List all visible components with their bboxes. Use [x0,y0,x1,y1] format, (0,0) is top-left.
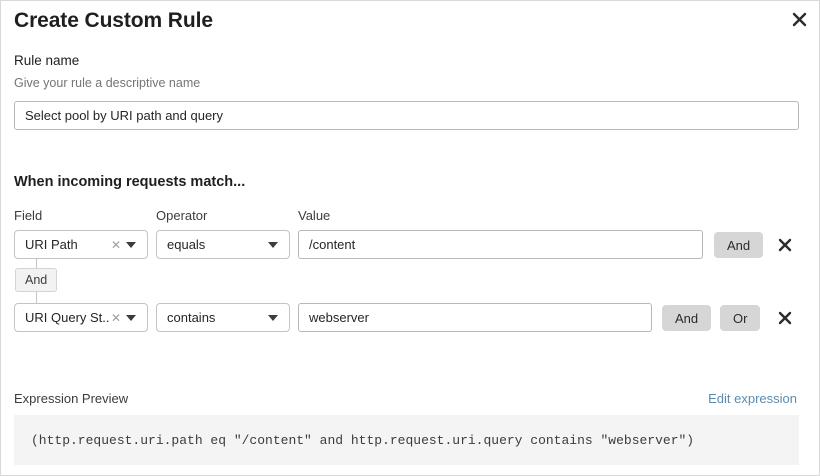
or-button-row-2[interactable]: Or [720,305,761,331]
remove-condition-button-row-1[interactable] [775,235,795,255]
chevron-down-icon[interactable] [268,314,278,321]
column-header-field: Field [14,208,43,223]
and-button-row-1[interactable]: And [714,232,764,258]
rule-name-help-text: Give your rule a descriptive name [14,76,201,90]
column-header-value: Value [298,208,331,223]
value-input-row-1[interactable] [298,230,703,259]
operator-select-row-1[interactable]: equals [156,230,290,259]
value-input-row-2[interactable] [298,303,652,332]
edit-expression-link[interactable]: Edit expression [708,391,797,406]
dialog-title: Create Custom Rule [14,9,213,32]
remove-condition-button-row-2[interactable] [775,308,795,328]
expression-preview-label: Expression Preview [14,391,129,406]
and-button-row-2[interactable]: And [662,305,712,331]
field-select-row-1[interactable]: URI Path ✕ [14,230,148,259]
expression-preview-code: (http.request.uri.path eq "/content" and… [14,415,799,465]
operator-select-row-2-value: contains [167,310,216,325]
rule-name-input[interactable] [14,101,799,130]
rule-name-label: Rule name [14,53,80,68]
clear-icon[interactable]: ✕ [110,310,121,325]
operator-select-row-1-value: equals [167,237,206,252]
column-header-operator: Operator [156,208,208,223]
chevron-down-icon[interactable] [126,314,136,321]
close-icon[interactable] [788,8,810,30]
chevron-down-icon[interactable] [126,241,136,248]
operator-select-row-2[interactable]: contains [156,303,290,332]
field-select-row-2[interactable]: URI Query St... ✕ [14,303,148,332]
field-select-row-1-value: URI Path [25,237,78,252]
condition-connector-and-chip[interactable]: And [15,268,58,292]
clear-icon[interactable]: ✕ [110,237,121,252]
field-select-row-2-value: URI Query St... [25,310,109,325]
conditions-heading: When incoming requests match... [14,174,246,190]
chevron-down-icon[interactable] [268,241,278,248]
